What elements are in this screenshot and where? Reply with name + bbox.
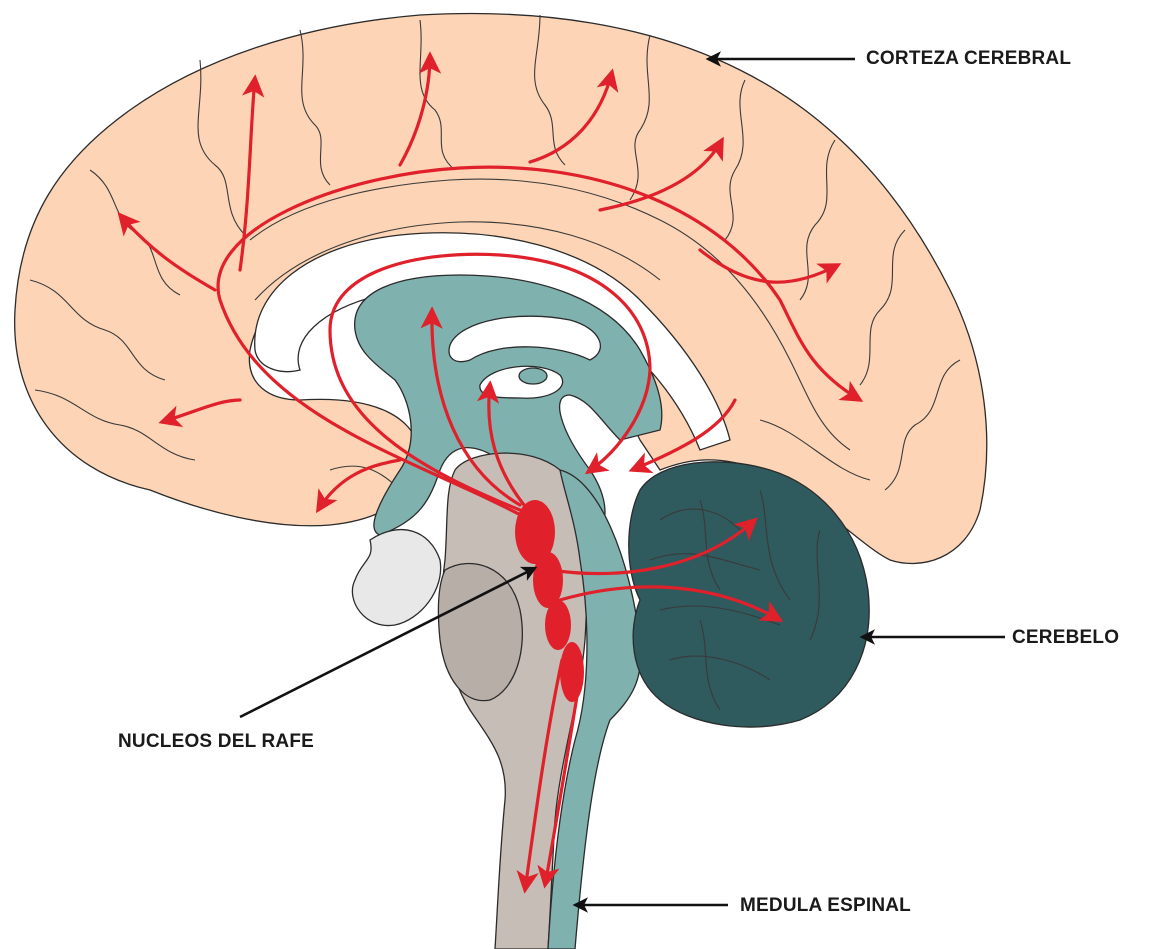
cortex-label: CORTEZA CEREBRAL <box>866 48 1071 70</box>
cerebellum-label: CEREBELO <box>1012 627 1119 649</box>
spinal-cord-label: MEDULA ESPINAL <box>740 895 911 917</box>
raphe-nuclei-label: NUCLEOS DEL RAFE <box>118 731 314 753</box>
pituitary-region <box>352 530 440 626</box>
